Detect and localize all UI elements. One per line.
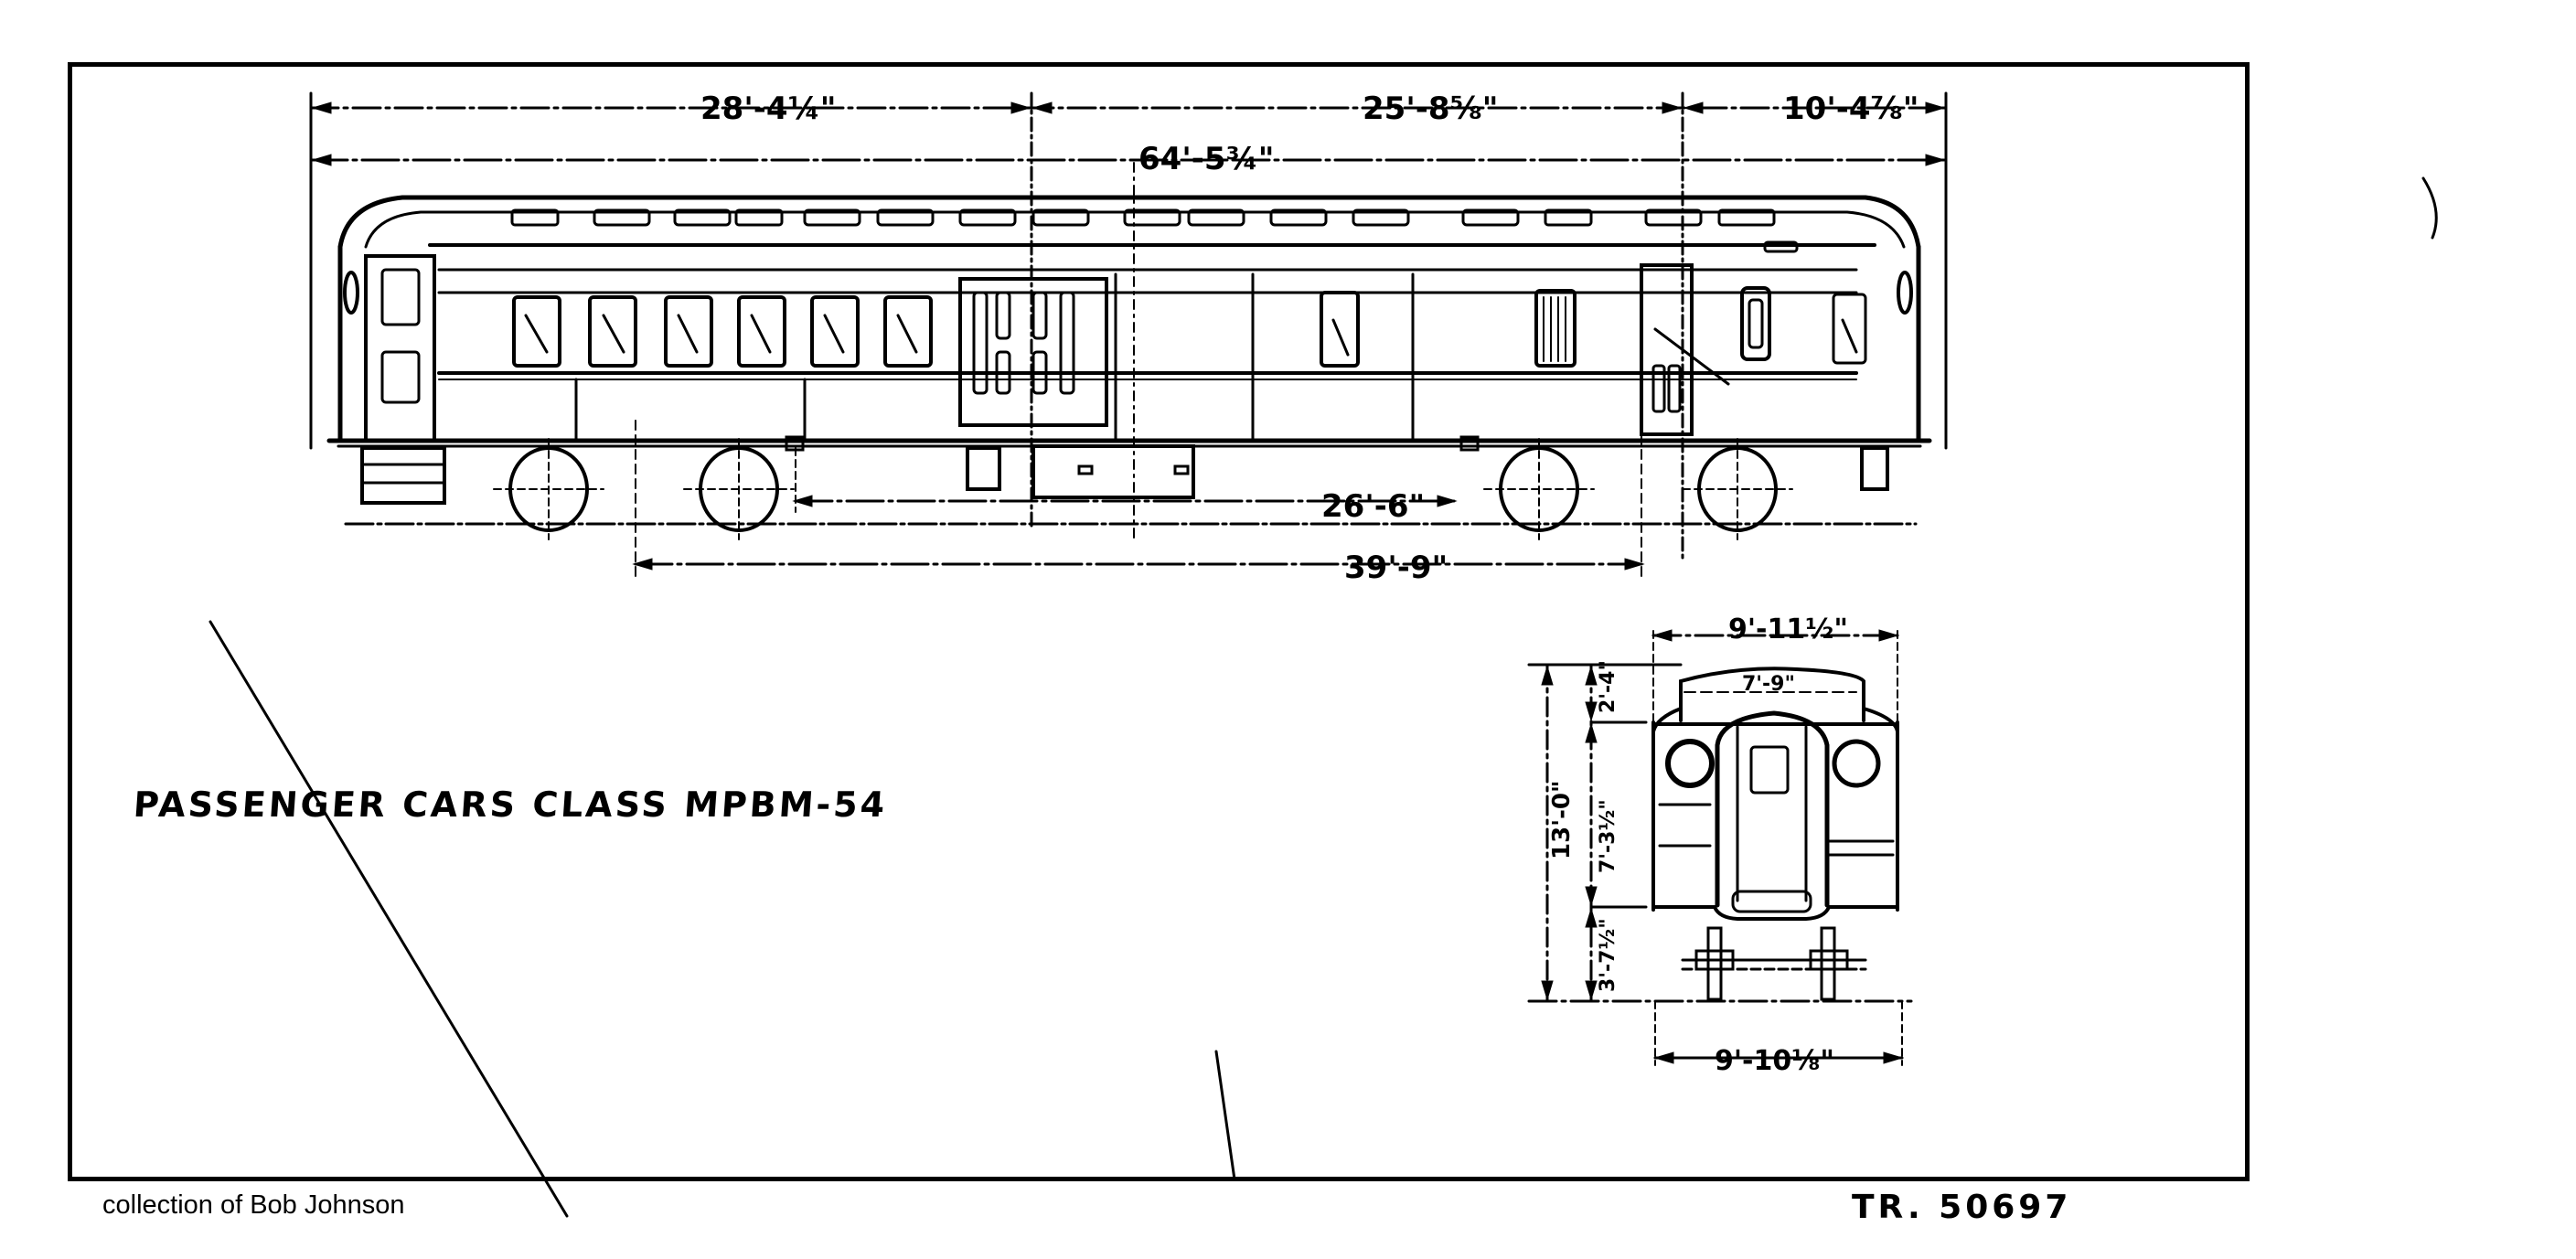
dim-bolster-span: 39'-9" [1344,549,1448,586]
end-elevation [1527,629,1913,1066]
dim-end-truck-width: 9'-10⅛" [1715,1045,1834,1077]
dim-end-overall-width: 9'-11½" [1728,613,1848,646]
drawing-title: PASSENGER CARS CLASS MPBM-54 [132,784,889,825]
drawing-border [68,62,2250,1181]
dim-end-rail-to-floor: 3'-7½" [1597,918,1619,992]
dim-end-roof-width: 7'-9" [1742,673,1795,696]
dim-end-roof-height: 2'-4" [1597,660,1619,713]
collection-credit: collection of Bob Johnson [102,1190,405,1220]
paper-speckles [208,176,2438,1218]
drawing-number: TR. 50697 [1852,1189,2072,1226]
dim-left-section: 28'-4¼" [700,91,836,127]
dim-end-overall-height: 13'-0" [1548,780,1576,859]
dim-middle-section: 25'-8⅝" [1363,91,1498,127]
dim-end-body-height: 7'-3½" [1597,799,1619,873]
dim-overall-length: 64'-5¾" [1138,141,1274,177]
dim-truck-centers: 26'-6" [1321,488,1425,525]
side-elevation [309,91,1950,577]
dim-right-section: 10'-4⅞" [1783,91,1919,127]
